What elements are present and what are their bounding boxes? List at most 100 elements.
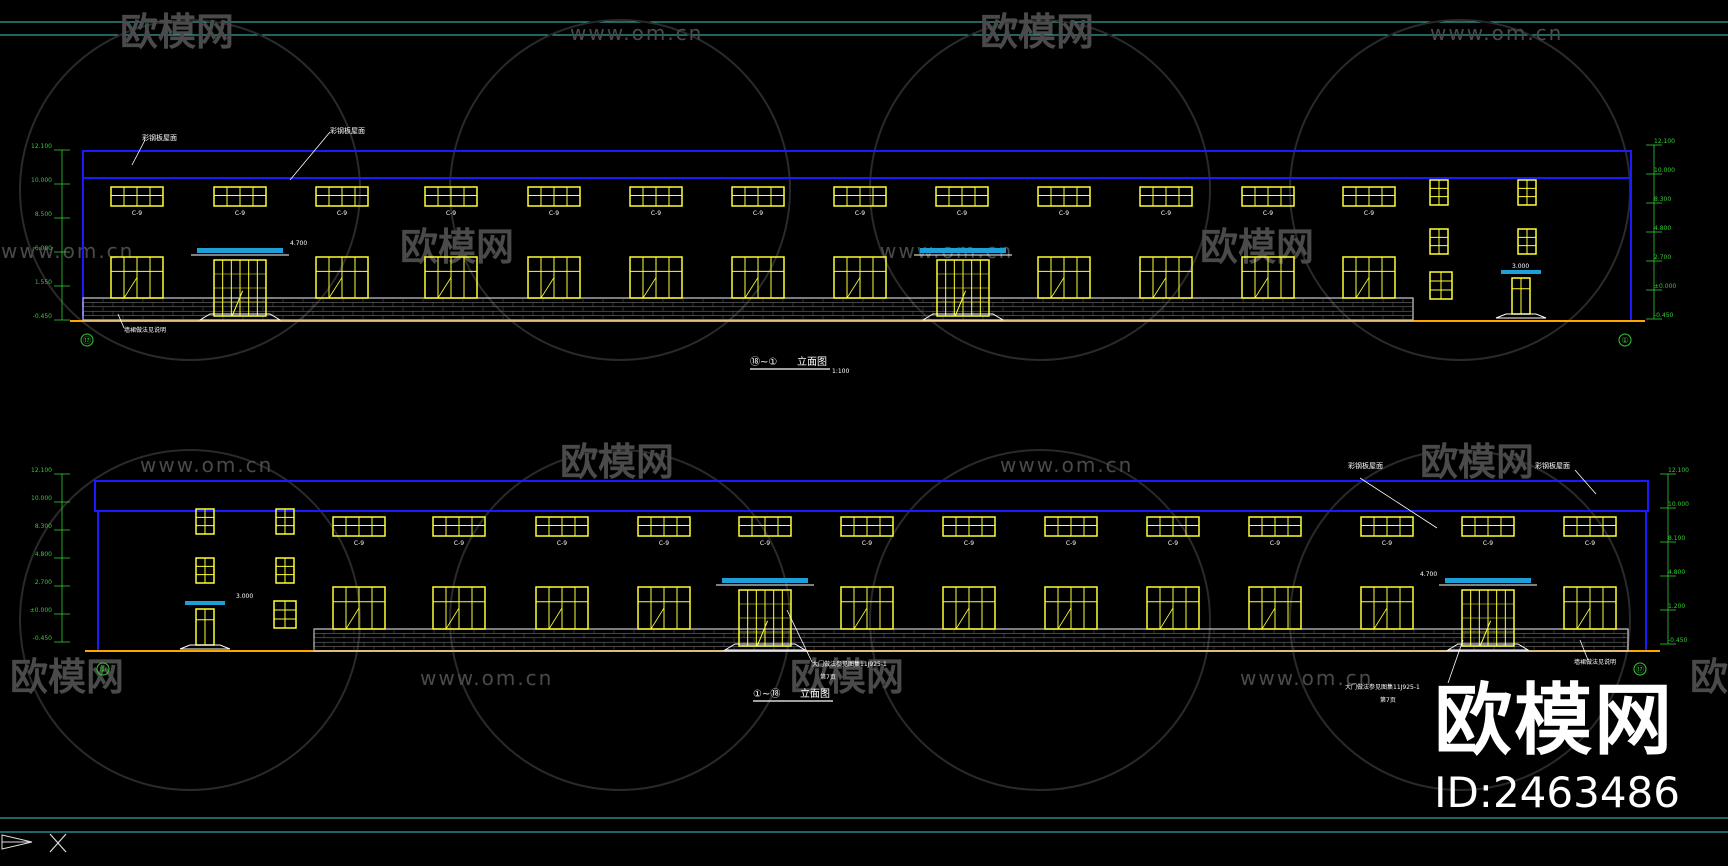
level-label: 12.100 [31, 143, 52, 150]
parapet-outline [94, 480, 1649, 512]
window-tag: C-9 [1585, 540, 1595, 547]
window-tag: C-9 [337, 210, 347, 217]
watermark-url: www.om.cn [570, 21, 703, 45]
door-ramp [1446, 643, 1530, 651]
note-roof-left: 彩钢板屋面 [1348, 461, 1383, 470]
level-label: 8.500 [35, 211, 52, 218]
tall-window-swing [1050, 277, 1065, 299]
door-swing [231, 290, 244, 317]
entry-steps [1495, 313, 1547, 319]
door-ramp [921, 313, 1005, 321]
note-base: 墙裙做法见说明 [1574, 658, 1616, 666]
axis-bubble-right [1618, 333, 1632, 347]
window-tag: C-9 [1270, 540, 1280, 547]
level-label: 2.700 [35, 579, 52, 586]
window-tag: C-9 [1364, 210, 1374, 217]
level-label: ±0.000 [1654, 283, 1676, 290]
canopy-elevation: 4.700 [290, 240, 307, 247]
level-label: -0.450 [1654, 312, 1674, 319]
leader [117, 313, 125, 329]
parapet-outline [82, 150, 1632, 179]
window-tag: C-9 [753, 210, 763, 217]
level-label: 4.800 [1654, 225, 1671, 232]
level-label: 8.300 [35, 523, 52, 530]
watermark-logo: 欧模网 [10, 655, 124, 699]
note-roof-right: 彩钢板屋面 [330, 126, 365, 135]
level-label: -0.450 [1668, 637, 1688, 644]
tall-window-swing [744, 277, 759, 299]
level-label: 1.550 [35, 279, 52, 286]
door-swing [1479, 620, 1492, 647]
window-tag: C-9 [651, 210, 661, 217]
tall-window-swing [1355, 277, 1370, 299]
window-tag: C-9 [557, 540, 567, 547]
elevation-axes: ⑱~① [750, 356, 777, 368]
level-label: 4.800 [1668, 569, 1685, 576]
tall-window-swing [1152, 277, 1167, 299]
tall-window-swing [1576, 607, 1591, 630]
tall-window-swing [328, 277, 343, 299]
tall-window-swing [853, 607, 868, 630]
scale-label: 1:100 [832, 368, 849, 375]
axis-bubble-left [96, 662, 110, 676]
watermark-circle [19, 19, 361, 361]
note-roof-left: 彩钢板屋面 [142, 133, 177, 142]
axis-label-right: ① [1621, 336, 1628, 345]
window-tag: C-9 [1382, 540, 1392, 547]
window-tag: C-9 [1263, 210, 1273, 217]
note-base: 墙裙做法见说明 [124, 326, 166, 334]
window-tag: C-9 [964, 540, 974, 547]
watermark-logo: 欧模网 [1690, 655, 1728, 699]
level-label: 10.000 [1654, 167, 1675, 174]
note-door-2: 大门做法参见图集11J925-1 [1345, 683, 1420, 691]
tall-window-swing [1254, 277, 1269, 299]
watermark-circle [449, 449, 791, 791]
brand-stamp: 欧模网 ID:2463486 [1434, 682, 1680, 818]
watermark-circle [1289, 449, 1631, 791]
leader [786, 609, 813, 663]
watermark-url: www.om.cn [1, 239, 134, 263]
watermark-logo: 欧模网 [1420, 440, 1534, 484]
level-label: 10.000 [31, 495, 52, 502]
entry-canopy [1501, 270, 1541, 274]
tall-window-swing [846, 277, 861, 299]
window-tag: C-9 [1168, 540, 1178, 547]
level-label: 12.100 [1654, 138, 1675, 145]
level-label: 10.000 [1668, 501, 1689, 508]
ucs-x-glyph [49, 833, 67, 853]
elevation-axes: ①~⑱ [753, 688, 780, 700]
note-door-1: 大门做法参见图集11J925-1 [812, 660, 887, 668]
watermark-circle [869, 449, 1211, 791]
tall-window-swing [123, 277, 138, 299]
axis-label-left: ⑰ [83, 336, 91, 345]
leader [1574, 469, 1597, 495]
canopy-elevation: 4.700 [1420, 571, 1437, 578]
door-canopy [197, 248, 283, 253]
window-tag: C-9 [1483, 540, 1493, 547]
window-tag: C-9 [855, 210, 865, 217]
level-label: 12.100 [31, 467, 52, 474]
entry-steps [179, 644, 231, 650]
window-tag: C-9 [354, 540, 364, 547]
window-tag: C-9 [446, 210, 456, 217]
level-label: 4.800 [35, 551, 52, 558]
leader [131, 139, 146, 166]
level-label: -0.450 [33, 635, 53, 642]
leader [1447, 639, 1464, 684]
level-label: 2.700 [1654, 254, 1671, 261]
axis-label-right: ⑰ [1636, 665, 1644, 674]
level-label: ±0.000 [30, 607, 52, 614]
window-tag: C-9 [1161, 210, 1171, 217]
level-label: 10.000 [31, 177, 52, 184]
watermark-url: www.om.cn [420, 666, 553, 690]
level-label: 8.100 [1668, 535, 1685, 542]
window-tag: C-9 [549, 210, 559, 217]
watermark-circle [19, 449, 361, 791]
tall-window-swing [548, 607, 563, 630]
tall-window-swing [955, 607, 970, 630]
window-tag: C-9 [760, 540, 770, 547]
watermark-logo: 欧模网 [400, 225, 514, 269]
